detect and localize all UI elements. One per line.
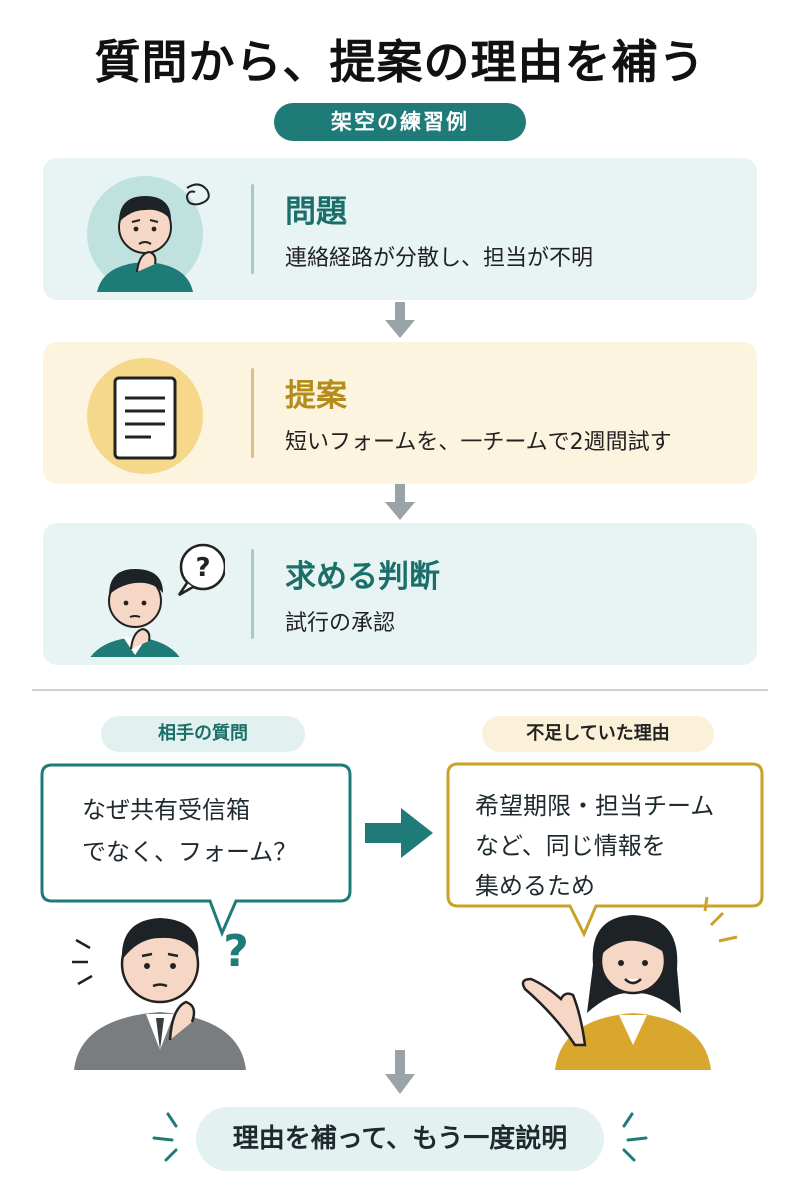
problem-card: 問題 連絡経路が分散し、担当が不明 <box>43 158 757 300</box>
example-label: 架空の練習例 <box>274 103 526 141</box>
conclusion-pill: 理由を補って、もう一度説明 <box>196 1107 604 1171</box>
explaining-woman-illustration <box>521 896 738 1070</box>
question-bubble <box>40 763 352 937</box>
question-line-1: なぜ共有受信箱 <box>82 796 250 824</box>
question-line-2: でなく、フォーム？ <box>82 838 298 866</box>
thinking-man-illustration: ? <box>72 918 249 1070</box>
down-arrow-icon <box>385 484 415 520</box>
reason-line-3: 集めるため <box>475 872 595 900</box>
reason-bubble <box>446 762 764 938</box>
worried-person-icon <box>87 176 210 292</box>
reason-line-1: 希望期限・担当チーム <box>475 792 715 820</box>
document-icon <box>87 358 203 474</box>
divider-line <box>251 549 254 639</box>
problem-heading: 問題 <box>285 194 347 230</box>
reason-label: 不足していた理由 <box>482 716 714 752</box>
proposal-card: 提案 短いフォームを、一チームで2週間試す <box>43 342 757 484</box>
down-arrow-icon <box>385 1050 415 1094</box>
divider-line <box>251 184 254 274</box>
down-arrow-icon <box>385 302 415 338</box>
sparkle-right-icon <box>622 1112 648 1162</box>
proposal-heading: 提案 <box>285 378 347 414</box>
svg-text:?: ? <box>195 553 210 583</box>
question-label: 相手の質問 <box>101 716 305 752</box>
thinking-person-icon: ? <box>90 543 225 657</box>
decision-heading: 求める判断 <box>285 559 440 595</box>
section-divider <box>32 689 768 691</box>
reason-line-2: など、同じ情報を <box>475 832 666 860</box>
divider-line <box>251 368 254 458</box>
svg-text:?: ? <box>223 926 249 977</box>
sparkle-left-icon <box>152 1112 178 1162</box>
decision-card: ? 求める判断 試行の承認 <box>43 523 757 665</box>
page-title: 質問から、提案の理由を補う <box>94 35 706 89</box>
decision-text: 試行の承認 <box>285 611 396 636</box>
right-arrow-icon <box>365 808 433 858</box>
proposal-text: 短いフォームを、一チームで2週間試す <box>285 430 672 455</box>
problem-text: 連絡経路が分散し、担当が不明 <box>285 246 594 271</box>
